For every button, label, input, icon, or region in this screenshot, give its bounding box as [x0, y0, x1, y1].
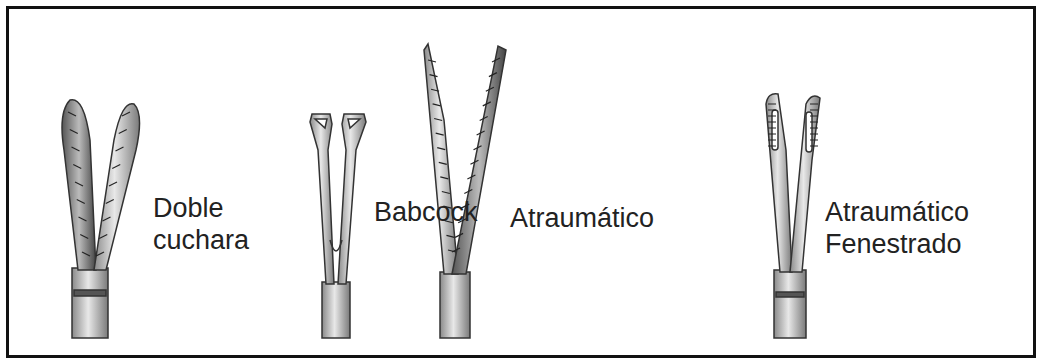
jaw-tooth [810, 140, 818, 141]
jaw-tooth [431, 89, 439, 91]
jaw-tooth [810, 110, 818, 111]
jaw-tooth [474, 146, 482, 150]
jaw-tooth [810, 146, 818, 147]
jaw-tooth [436, 133, 444, 135]
jaw-tooth [437, 148, 445, 150]
jaw-tooth [455, 233, 463, 237]
jaw-tooth [477, 131, 485, 135]
instrument-label: Babcock [374, 196, 504, 228]
jaw-tooth [768, 146, 776, 147]
jaw-tooth [442, 192, 450, 194]
jaw-tooth [82, 252, 90, 256]
jaw-tooth [810, 128, 818, 129]
jaw-tooth [80, 235, 88, 239]
jaw-tooth [452, 248, 460, 252]
jaw-tooth [434, 118, 442, 120]
jaw-tooth [119, 130, 127, 134]
jaw-tooth [768, 110, 776, 111]
fenestrated-grasper [766, 94, 820, 338]
jaw-tooth [109, 182, 117, 186]
jaw-tooth [73, 165, 81, 169]
jaw-tooth [810, 116, 818, 117]
instrument-label: Doble cuchara [153, 192, 263, 256]
jaw-tooth [483, 102, 491, 106]
picture-frame [6, 6, 1036, 358]
jaw-tooth [467, 175, 475, 179]
jaw-tooth [116, 147, 124, 151]
jaw-tooth [72, 147, 80, 151]
jaw-tooth [489, 73, 497, 77]
jaw-tooth [77, 200, 85, 204]
jaw-tooth [810, 122, 818, 123]
jaw-tooth [122, 112, 130, 116]
jaw-tooth [492, 58, 500, 62]
jaw-tooth [810, 134, 818, 135]
jaw-tooth [486, 87, 494, 91]
jaw-tooth [768, 134, 776, 135]
jaw-tooth [430, 75, 438, 77]
jaw-tooth [103, 217, 111, 221]
instrument-label: Atraumático Fenestrado [825, 196, 997, 260]
jaw-tooth [428, 60, 436, 62]
jaw-tooth [79, 217, 87, 221]
jaw-tooth [70, 130, 78, 134]
jaw-tooth [75, 182, 83, 186]
jaw-tooth [464, 190, 472, 194]
jaw-tooth [99, 235, 107, 239]
atraumatic-grasper [424, 44, 506, 338]
jaw-tooth [68, 112, 76, 116]
jaw-tooth [810, 104, 818, 105]
jaw-tooth [768, 116, 776, 117]
babcock-grasper [310, 114, 366, 338]
jaw-tooth [439, 162, 447, 164]
jaw-tooth [106, 200, 114, 204]
jaw-tooth [480, 116, 488, 120]
jaw-tooth [440, 177, 448, 179]
jaw-tooth [96, 252, 104, 256]
instrument-label: Atraumático [510, 202, 680, 234]
jaw-tooth [112, 165, 120, 169]
jaw-tooth [446, 235, 454, 237]
jaw-tooth [470, 160, 478, 164]
jaw-tooth [768, 104, 776, 105]
jaw-tooth [433, 104, 441, 106]
double-spoon-grasper [62, 100, 140, 338]
jaw-tooth [768, 122, 776, 123]
jaw-tooth [768, 140, 776, 141]
jaw-tooth [768, 128, 776, 129]
